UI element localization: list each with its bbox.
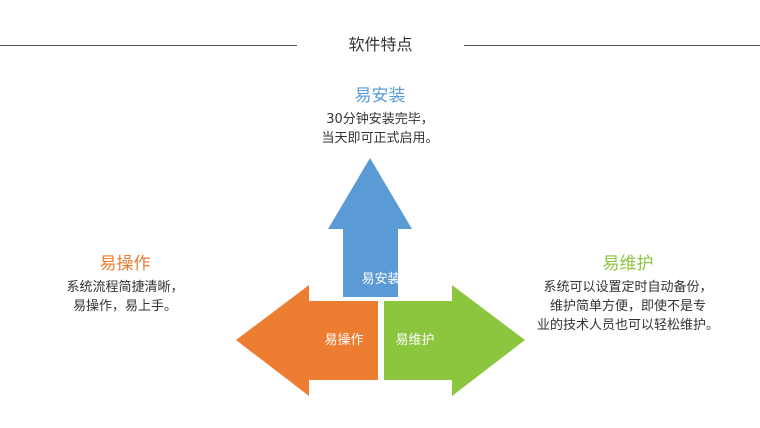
install-feature-line: 当天即可正式启用。 [321, 131, 439, 146]
operate-feature-line: 易操作，易上手。 [72, 299, 177, 314]
install-arrow [328, 158, 412, 297]
operate-feature-line: 系统流程简捷清晰， [66, 280, 184, 295]
install-feature-title: 易安装 [354, 86, 406, 106]
maintain-feature-line: 维护简单方便，即使不是专 [549, 299, 706, 314]
maintain-feature-text: 易维护 系统可以设置定时自动备份， 维护简单方便，即使不是专 业的技术人员也可以… [508, 252, 748, 335]
maintain-feature-line: 系统可以设置定时自动备份， [543, 280, 713, 295]
operate-feature-title: 易操作 [99, 254, 151, 274]
maintain-feature-title: 易维护 [602, 254, 654, 274]
operate-arrow [236, 285, 378, 396]
maintain-arrow-label: 易维护 [395, 333, 434, 348]
maintain-arrow [384, 285, 525, 396]
title-rule-left [0, 45, 297, 46]
section-title: 软件特点 [348, 35, 413, 54]
operate-feature-text: 易操作 系统流程简捷清晰， 易操作，易上手。 [50, 252, 200, 316]
maintain-feature-line: 业的技术人员也可以轻松维护。 [536, 318, 719, 333]
title-rule-right [464, 45, 760, 46]
operate-arrow-label: 易操作 [324, 332, 363, 348]
install-feature-text: 易安装 30分钟安装完毕， 当天即可正式启用。 [280, 84, 480, 148]
install-arrow-label: 易安装 [361, 272, 400, 287]
install-feature-line: 30分钟安装完毕， [326, 112, 434, 127]
